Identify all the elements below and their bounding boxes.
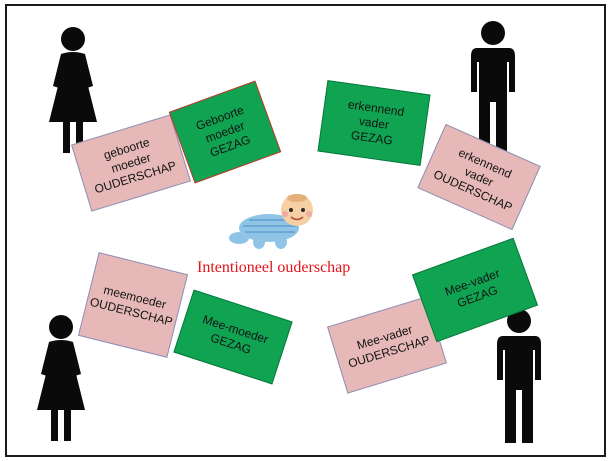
caption-intentioneel-ouderschap: Intentioneel ouderschap (197, 259, 351, 276)
woman-icon (37, 315, 85, 441)
card-erkennend-vader-ouderschap: erkennend vader OUDERSCHAP (417, 123, 541, 231)
woman-icon (49, 27, 97, 153)
card-erkennend-vader-gezag: erkennend vader GEZAG (317, 80, 431, 166)
card-mee-moeder-gezag: Mee-moeder GEZAG (173, 289, 293, 385)
man-icon (497, 309, 541, 443)
slide-frame: geboorte moeder OUDERSCHAP Geboorte moed… (5, 4, 606, 457)
man-icon (471, 21, 515, 155)
card-meemoeder-ouderschap: meemoeder OUDERSCHAP (77, 252, 189, 358)
crawling-baby-icon (229, 194, 313, 249)
